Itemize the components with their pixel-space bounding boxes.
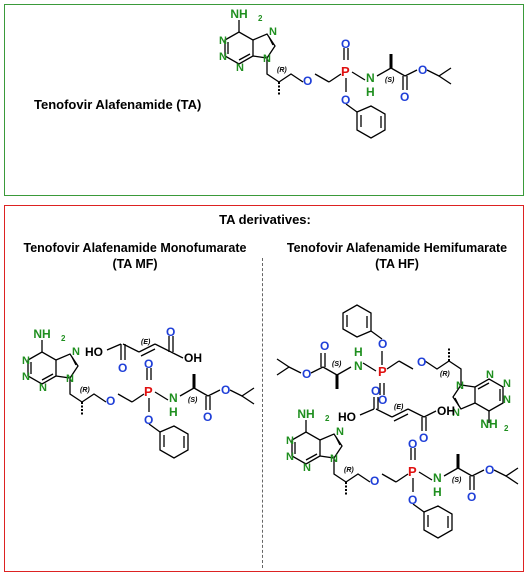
n7-label: N [452,407,460,419]
carbonyl-oxygen-label: O [320,339,329,353]
hydroxyl-right-label: OH [437,404,455,418]
hydroxyl-left-label: HO [85,345,103,359]
amide-h-label: H [169,405,178,419]
amide-n-label: N [433,471,442,485]
s-stereo-label: (S) [188,397,198,404]
compound-abbr-ta-mf: (TA MF) [112,257,158,271]
bottom-panel-frame [4,205,524,572]
n-ring-label: N [303,462,311,474]
ta-hf-upper-structure: NH 2 N N N N N O O P O N H O O (R) (S) [275,303,511,433]
n-ring-label: N [39,382,47,394]
hydroxyl-left-label: HO [338,410,356,424]
r-stereo-label: (R) [80,387,90,394]
s-stereo-label: (S) [385,77,395,84]
carbonyl-left-label: O [371,384,380,398]
ta-structure: NH 2 N N N N N O O P O N H O O (R) (S) [219,7,453,140]
fumarate-hf-structure: HO O O OH (E) [338,384,455,445]
phenoxy-oxygen-label: O [144,413,153,427]
n-ring-label: N [236,62,244,74]
phosphorus-label: P [144,384,153,399]
hydroxyl-right-label: OH [184,351,202,365]
amine-subscript: 2 [61,334,66,343]
n1-label: N [219,35,227,47]
s-stereo-label: (S) [332,361,342,368]
compound-abbr-ta-hf: (TA HF) [375,257,419,271]
ta-hf-lower-structure: NH 2 N N N N N O O P O N H O O (R) (S) [286,407,520,540]
amine-subscript: 2 [258,14,263,23]
n3-label: N [503,378,511,390]
n9-label: N [456,380,464,392]
ester-oxygen-label: O [485,463,494,477]
amide-n-label: N [354,359,363,373]
s-stereo-label: (S) [452,477,462,484]
n1-label: N [503,394,511,406]
compound-name-ta: Tenofovir Alafenamide (TA) [34,97,202,112]
phosphorus-label: P [341,64,350,79]
amine-label: NH [33,327,50,341]
ester-oxygen-label: O [302,367,311,381]
r-stereo-label: (R) [344,467,354,474]
phenoxy-oxygen-label: O [341,93,350,107]
compound-name-ta-hf: Tenofovir Alafenamide Hemifumarate [286,241,508,255]
fumarate-mf-structure: HO O O OH (E) [85,325,202,375]
n3-label: N [22,371,30,383]
r-stereo-label: (R) [440,371,450,378]
amide-h-label: H [366,85,375,99]
top-panel-frame [4,4,524,196]
ether-oxygen-label: O [106,394,115,408]
ether-oxygen-label: O [370,474,379,488]
n3-label: N [219,51,227,63]
n1-label: N [286,435,294,447]
n1-label: N [22,355,30,367]
amide-n-label: N [366,71,375,85]
e-stereo-label: (E) [141,339,151,346]
column-divider [262,258,263,568]
amide-h-label: H [433,485,442,499]
r-stereo-label: (R) [277,67,287,74]
n-ring-label: N [486,369,494,381]
ester-oxygen-label: O [221,383,230,397]
phosphorus-label: P [408,464,417,479]
phosphoryl-oxygen-label: O [408,437,417,451]
amine-subscript: 2 [504,424,509,433]
phosphoryl-oxygen-label: O [341,37,350,51]
n9-label: N [263,53,271,65]
n7-label: N [336,426,344,438]
n7-label: N [72,346,80,358]
n9-label: N [330,453,338,465]
carbonyl-oxygen-label: O [400,90,409,104]
n3-label: N [286,451,294,463]
e-stereo-label: (E) [394,404,404,411]
amide-h-label: H [354,345,363,359]
ta-mf-structure: NH 2 N N N N N O O P O N H O O (R) (S) [22,327,256,460]
ether-oxygen-label: O [303,74,312,88]
compound-name-ta-mf: Tenofovir Alafenamide Monofumarate [23,241,247,255]
ester-oxygen-label: O [418,63,427,77]
phenoxy-oxygen-label: O [408,493,417,507]
amine-label: NH [297,407,314,421]
n7-label: N [269,26,277,38]
amine-label: NH [480,417,497,431]
phenoxy-oxygen-label: O [378,337,387,351]
amide-n-label: N [169,391,178,405]
phosphorus-label: P [378,364,387,379]
carbonyl-oxygen-label: O [203,410,212,424]
phosphoryl-oxygen-label: O [144,357,153,371]
amine-label: NH [230,7,247,21]
carbonyl-left-label: O [118,361,127,375]
ether-oxygen-label: O [417,355,426,369]
carbonyl-right-label: O [166,325,175,339]
carbonyl-oxygen-label: O [467,490,476,504]
carbonyl-right-label: O [419,431,428,445]
phosphoryl-oxygen-label: O [378,393,387,407]
n9-label: N [66,373,74,385]
derivatives-heading: TA derivatives: [219,212,311,227]
amine-subscript: 2 [325,414,330,423]
